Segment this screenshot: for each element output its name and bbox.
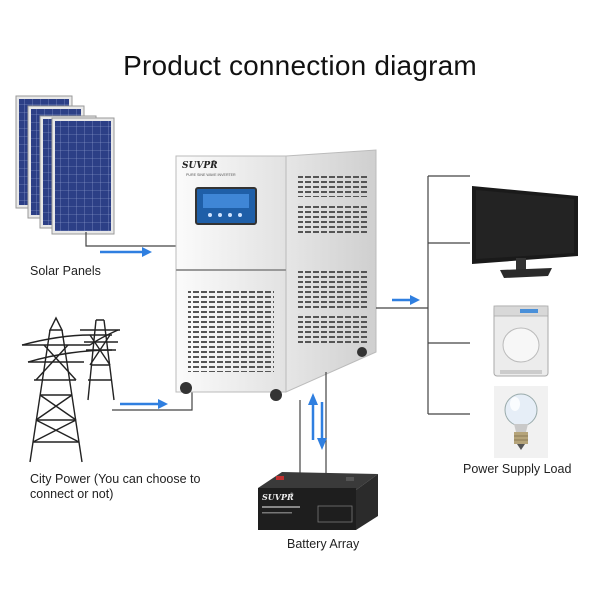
inverter-model: PURE SINE WAVE INVERTER [186,173,236,177]
city-power-label: City Power (You can choose to connect or… [30,472,201,501]
inverter-icon [175,149,377,401]
power-supply-load-label: Power Supply Load [463,462,572,476]
solar-panels-label: Solar Panels [30,264,101,278]
battery-array-label: Battery Array [287,537,360,551]
battery-connection [299,372,327,476]
inverter-brand: SUVPR [182,161,218,171]
washing-machine-icon [493,305,549,377]
solar-connection [85,232,176,257]
battery-icon [258,472,378,530]
inverter-brand-mark: ® [212,159,216,166]
battery-brand-mark: ® [290,491,294,497]
diagram-title: Product connection diagram [123,50,477,81]
power-tower-icon [21,316,120,463]
monitor-icon [472,186,578,278]
solar-panel-icon [15,95,115,235]
battery-brand: SUVPR [262,492,294,502]
output-connection [376,175,470,415]
city-connection [112,388,193,411]
light-bulb-icon [494,386,548,458]
